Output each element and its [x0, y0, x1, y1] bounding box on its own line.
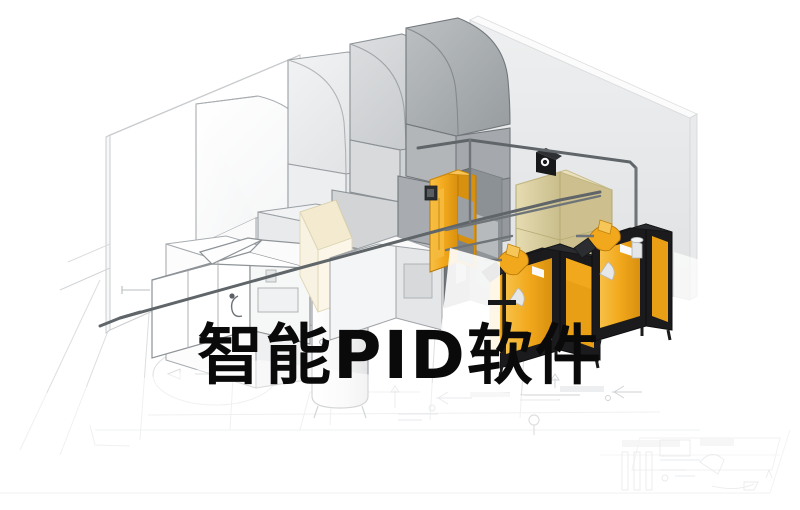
center-machine-block [329, 235, 443, 341]
foreground-fade [0, 360, 800, 510]
wall-mounted-bar [488, 300, 516, 305]
control-cabinet-yellow[interactable] [424, 169, 477, 273]
page-title: 智能PID软件 [197, 317, 603, 394]
pump-assembly-2 [573, 219, 621, 281]
air-handling-cabinet [151, 237, 311, 359]
floor-plate-white [440, 248, 700, 372]
flue-stack-cap [630, 236, 644, 259]
